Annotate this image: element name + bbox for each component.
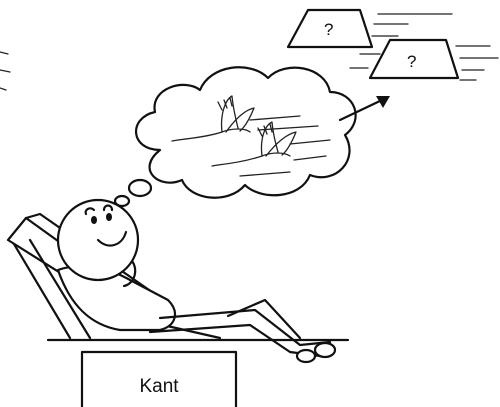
- question-mark-1: ?: [324, 20, 333, 39]
- edge-marks: [0, 51, 11, 91]
- caption-box: Kant: [80, 350, 238, 407]
- arrow-icon: [338, 96, 390, 122]
- caption-label: Kant: [139, 376, 179, 397]
- question-mark-2: ?: [407, 52, 416, 71]
- question-card-2: ?: [349, 38, 499, 81]
- flying-cranes-icon: [171, 95, 331, 177]
- thought-cloud-icon: [104, 66, 357, 215]
- character-head: [56, 198, 140, 282]
- question-card-1: ?: [286, 8, 453, 55]
